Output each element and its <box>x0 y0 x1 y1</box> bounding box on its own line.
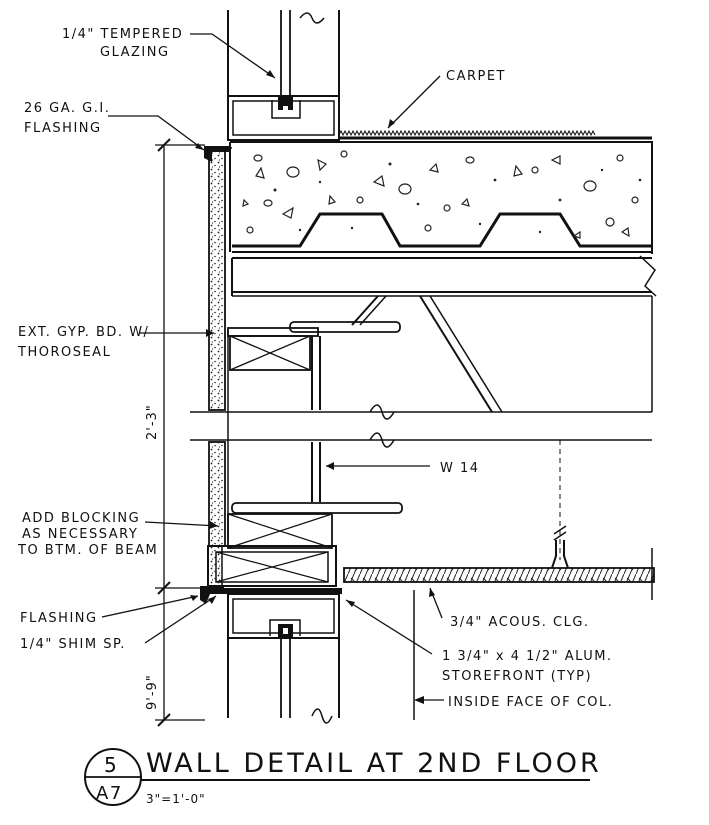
label-flashing-top-2: FLASHING <box>24 121 102 136</box>
break-line <box>190 404 652 448</box>
acoustic-ceiling <box>343 440 655 720</box>
lower-storefront <box>200 586 342 724</box>
title-block: 5 A7 WALL DETAIL AT 2ND FLOOR 3"=1'-0" <box>84 748 602 806</box>
label-column: INSIDE FACE OF COL. <box>448 695 613 710</box>
upper-storefront <box>227 10 340 141</box>
detail-scale: 3"=1'-0" <box>146 792 206 806</box>
concrete-slab <box>229 141 653 254</box>
label-shim: 1/4" SHIM SP. <box>20 637 126 652</box>
detail-title: WALL DETAIL AT 2ND FLOOR <box>146 748 602 779</box>
label-blocking-1: ADD BLOCKING <box>22 511 140 526</box>
dim-upper: 2'-3" <box>145 404 160 440</box>
label-flashing-bottom: FLASHING <box>20 611 98 626</box>
dimensions: 2'-3" 9'-9" <box>145 138 205 727</box>
label-glazing-1: 1/4" TEMPERED <box>62 27 183 42</box>
label-flashing-top-1: 26 GA. G.I. <box>24 101 110 116</box>
label-blocking-3: TO BTM. OF BEAM <box>17 543 158 558</box>
detail-number: 5 <box>104 753 118 777</box>
sheet-number: A7 <box>96 783 123 804</box>
notes: 1/4" TEMPERED GLAZING CARPET 26 GA. G.I.… <box>17 27 613 710</box>
exterior-wall <box>204 146 232 547</box>
label-blocking-2: AS NECESSARY <box>22 527 138 542</box>
steel-joist <box>231 255 657 413</box>
label-storefront-1: 1 3/4" x 4 1/2" ALUM. <box>442 649 613 664</box>
label-glazing-2: GLAZING <box>100 45 170 60</box>
dim-lower: 9'-9" <box>145 674 160 710</box>
w14-beam <box>207 321 403 587</box>
arrowheads <box>190 70 435 704</box>
label-w14: W 14 <box>440 461 480 476</box>
label-gyp-2: THOROSEAL <box>17 345 111 360</box>
label-gyp-1: EXT. GYP. BD. W/ <box>18 325 149 340</box>
carpet <box>338 129 652 140</box>
leaders <box>101 33 444 701</box>
label-ceiling: 3/4" ACOUS. CLG. <box>450 615 590 630</box>
label-storefront-2: STOREFRONT (TYP) <box>442 669 592 684</box>
label-carpet: CARPET <box>446 69 506 84</box>
